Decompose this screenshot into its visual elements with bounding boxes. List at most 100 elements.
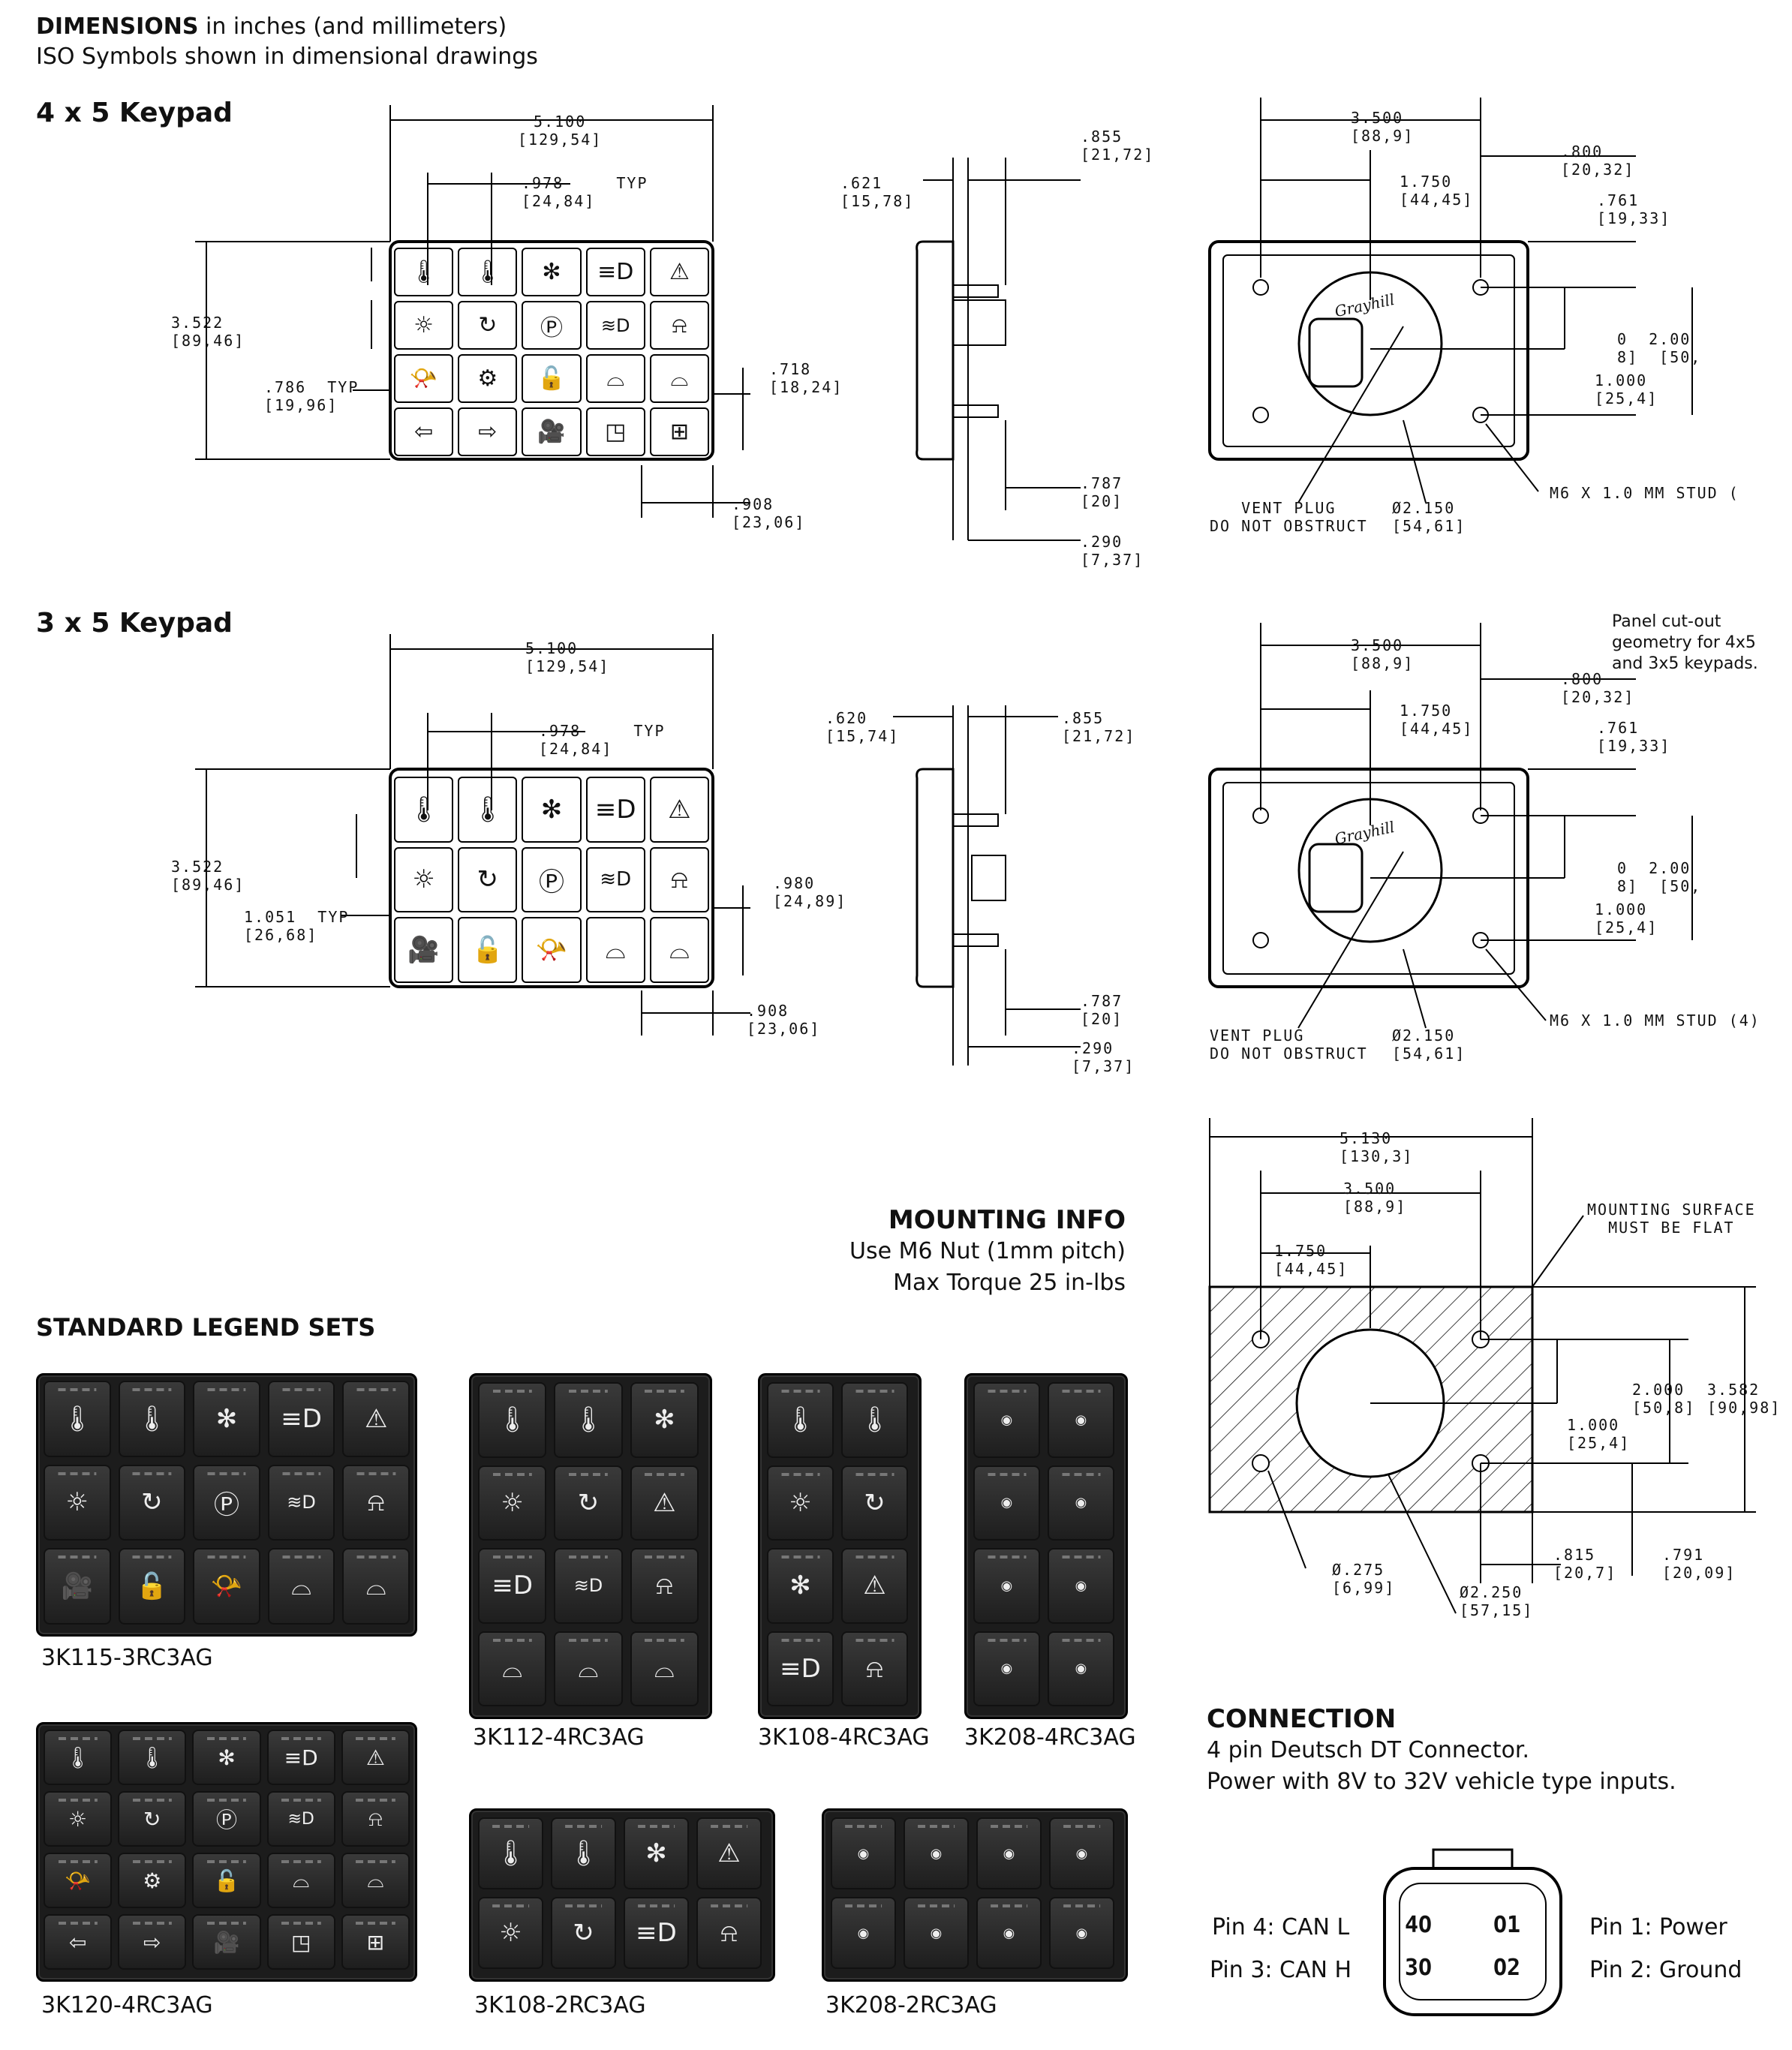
camera-icon: 🎥 <box>192 1914 261 1970</box>
pin3-label: Pin 3: CAN H <box>1210 1957 1352 1983</box>
headlight-icon: ≡D <box>585 777 645 843</box>
temp-up-icon: 🌡 <box>118 1381 186 1457</box>
temp-up-icon: 🌡 <box>118 1730 187 1785</box>
dot-icon: ◉ <box>973 1465 1040 1541</box>
dot-icon: ◉ <box>1048 1382 1114 1458</box>
header-title-rest: in inches (and millimeters) <box>198 14 507 40</box>
dim-45-side-621: .621 [15,78] <box>840 174 915 210</box>
headlight-icon: ≡D <box>478 1548 547 1624</box>
dim-45-key-h: .718 [18,24] <box>769 360 843 396</box>
horn-icon: 📯 <box>394 354 454 403</box>
dim-35-height: 3.522 [89,46] <box>171 858 245 894</box>
fog-light-icon: ≋D <box>266 1791 335 1847</box>
rear45-stud: M6 X 1.0 MM STUD ( <box>1550 484 1739 502</box>
rear35-d1000: 1.000 [25,4] <box>1595 900 1658 936</box>
connection-line1: 4 pin Deutsch DT Connector. <box>1207 1737 1530 1763</box>
parking-brake-icon: Ⓟ <box>192 1791 261 1847</box>
cutout-d791: .791 [20,09] <box>1662 1546 1736 1582</box>
dim-35-key-w: .908 [23,06] <box>747 1002 821 1038</box>
legend-name-3k208-4: 3K208-4RC3AG <box>964 1724 1136 1751</box>
temp-up-icon: 🌡 <box>551 1817 616 1889</box>
unlock-icon: 🔓 <box>192 1853 261 1908</box>
mounting-title: MOUNTING INFO <box>888 1205 1126 1235</box>
sun-icon: ☼ <box>44 1464 111 1541</box>
headlight-icon: ≡D <box>266 1730 335 1785</box>
dim-35-key-h: .980 [24,89] <box>773 874 847 910</box>
dot-icon: ◉ <box>1048 1631 1114 1706</box>
legend-keys-3k108-4: 🌡 🌡 ☼ ↻ ✻ ⚠ ≡D ⍾ <box>767 1382 908 1706</box>
cutout-surface: MOUNTING SURFACE MUST BE FLAT <box>1587 1201 1756 1237</box>
temp-up-icon: 🌡 <box>458 777 518 843</box>
keypad45-title: 4 x 5 Keypad <box>36 98 233 128</box>
dot-icon: ◉ <box>1049 1897 1114 1969</box>
rear35-note: Panel cut-out geometry for 4x5 and 3x5 k… <box>1612 612 1758 673</box>
dim-35-pitch: .978 TYP [24,84] <box>539 722 666 758</box>
cutout-d1750: 1.750 [44,45] <box>1274 1242 1349 1278</box>
dot-icon: ◉ <box>1049 1817 1114 1889</box>
legend-name-3k115: 3K115-3RC3AG <box>41 1645 213 1671</box>
fan-icon: ✻ <box>630 1382 699 1458</box>
legend-title: STANDARD LEGEND SETS <box>36 1313 376 1342</box>
hazard-icon: ⚠ <box>841 1548 908 1624</box>
legend-name-3k112: 3K112-4RC3AG <box>473 1724 645 1751</box>
rear45-d2000: 0 2.00 8] [50, <box>1617 330 1702 366</box>
mounting-line1: Use M6 Nut (1mm pitch) <box>849 1238 1126 1264</box>
headlight-icon: ≡D <box>267 1381 335 1457</box>
legend-keys-3k112: 🌡 🌡 ✻ ☼ ↻ ⚠ ≡D ≋D ⍾ ⌓ ⌓ ⌓ <box>478 1382 699 1706</box>
cutout-d2000: 2.000 [50,8] <box>1632 1381 1696 1417</box>
fan-icon: ✻ <box>193 1381 260 1457</box>
pin2-marker: O2 <box>1493 1955 1521 1981</box>
pin1-label: Pin 1: Power <box>1589 1914 1727 1940</box>
cutout-d5130: 5.130 [130,3] <box>1339 1129 1414 1165</box>
recirculate-icon: ↻ <box>118 1464 186 1541</box>
dim-35-row-pitch: 1.051 TYP [26,68] <box>244 908 350 944</box>
hazard-icon: ⚠ <box>341 1730 410 1785</box>
fan-icon: ✻ <box>522 248 582 296</box>
legend-name-3k120: 3K120-4RC3AG <box>41 1992 213 2018</box>
dim-45-side-290: .290 [7,37] <box>1081 533 1144 569</box>
dot-icon: ◉ <box>973 1631 1040 1706</box>
temp-up-icon: 🌡 <box>554 1382 623 1458</box>
dot-icon: ◉ <box>1048 1465 1114 1541</box>
fog-light-icon: ≋D <box>554 1548 623 1624</box>
beacon-icon: ⍾ <box>341 1791 410 1847</box>
sun-icon: ☼ <box>478 1897 543 1969</box>
wiper-icon: ⌓ <box>266 1853 335 1908</box>
temp-up-icon: 🌡 <box>841 1382 908 1458</box>
legend-name-3k108-2: 3K108-2RC3AG <box>474 1992 646 2018</box>
camera-icon: 🎥 <box>522 407 582 456</box>
wiper-icon: ⌓ <box>478 1631 547 1706</box>
pin1-marker: O1 <box>1493 1912 1521 1938</box>
cutout-d3582: 3.582 [90,98] <box>1707 1381 1781 1417</box>
dot-icon: ◉ <box>831 1817 896 1889</box>
recirculate-icon: ↻ <box>458 846 518 913</box>
hazard-icon: ⚠ <box>630 1465 699 1541</box>
hazard-icon: ⚠ <box>696 1817 762 1889</box>
rear35-dia: Ø2.150 [54,61] <box>1392 1027 1466 1063</box>
unlock-icon: 🔓 <box>522 354 582 403</box>
dim-35-side-787: .787 [20] <box>1081 992 1123 1028</box>
keypad45-body <box>389 240 714 461</box>
parking-brake-icon: Ⓟ <box>193 1464 260 1541</box>
legend-name-3k208-2: 3K208-2RC3AG <box>825 1992 997 2018</box>
pin2-label: Pin 2: Ground <box>1589 1957 1742 1983</box>
beacon-icon: ⍾ <box>841 1631 908 1706</box>
cutout-d1000: 1.000 [25,4] <box>1567 1416 1631 1452</box>
keypad35-title: 3 x 5 Keypad <box>36 608 233 639</box>
arrow-right-icon: ⇨ <box>118 1914 187 1970</box>
beacon-icon: ⍾ <box>696 1897 762 1969</box>
fan-icon: ✻ <box>767 1548 834 1624</box>
rear35-stud: M6 X 1.0 MM STUD (4) <box>1550 1011 1760 1030</box>
mounting-line2: Max Torque 25 in-lbs <box>893 1270 1126 1296</box>
parking-brake-icon: Ⓟ <box>522 301 582 350</box>
washer-icon: ⌓ <box>342 1548 410 1625</box>
cutout-d2250: Ø2.250 [57,15] <box>1460 1583 1534 1619</box>
dot-icon: ◉ <box>831 1897 896 1969</box>
fog-light-icon: ≋D <box>267 1464 335 1541</box>
keypad35-front-keys: 🌡 🌡 ✻ ≡D ⚠ ☼ ↻ Ⓟ ≋D ⍾ 🎥 🔓 📯 ⌓ ⌓ <box>394 777 709 983</box>
headlight-icon: ≡D <box>624 1897 689 1969</box>
dim-45-side-855: .855 [21,72] <box>1081 128 1155 164</box>
arrow-left-icon: ⇦ <box>44 1914 113 1970</box>
fan-icon: ✻ <box>192 1730 261 1785</box>
sun-icon: ☼ <box>394 301 454 350</box>
